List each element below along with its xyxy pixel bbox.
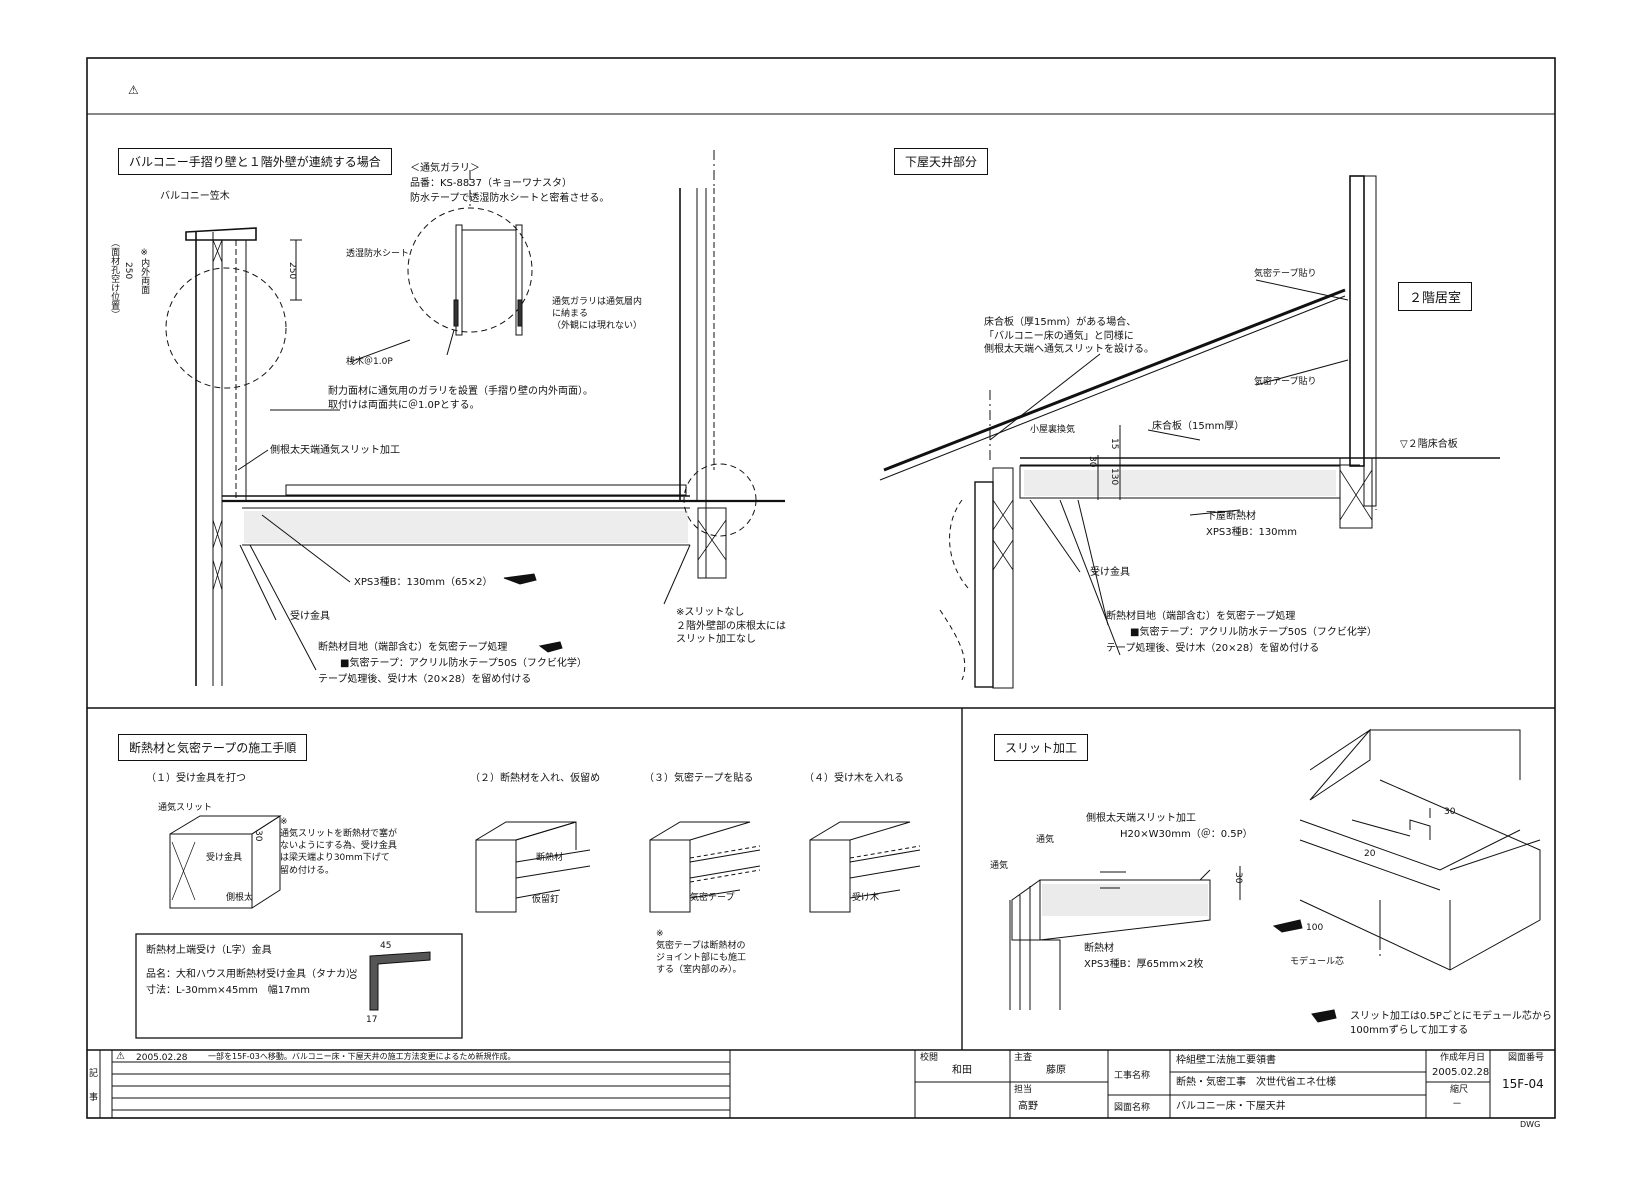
slit-spec-2: H20×W30mm（＠：0.5P） <box>1120 829 1253 840</box>
step1-ukekanagu: 受け金具 <box>206 853 243 863</box>
slit-xps-label: XPS3種B：厚65mm×2枚 <box>1084 959 1204 970</box>
hashira-label: 桟木＠1.0P <box>346 357 393 367</box>
lc-tape-spec: ■気密テープ：アクリル防水テープ50S（フクビ化学） <box>1130 627 1377 638</box>
slit-spec-1: 側根太天端スリット加工 <box>1086 813 1196 824</box>
slit-dim-30: 30 <box>1233 872 1244 884</box>
dwg-label: DWG <box>1520 1120 1541 1129</box>
sheet-label: 透湿防水シート <box>346 249 410 259</box>
charge-label: 担当 <box>1014 1085 1033 1095</box>
check-name: 和田 <box>952 1065 972 1076</box>
rev-text: 一部を15F-03へ移動。バルコニー床・下屋天井の施工方法変更によるため新規作成… <box>208 1052 516 1061</box>
lc-tape-after: テープ処理後、受け木（20×28）を留め付ける <box>1106 643 1320 654</box>
step1-sokunebuto: 側根太 <box>226 893 254 903</box>
step2-karidome: 仮留釘 <box>532 895 560 905</box>
vent-slit-label: 通気スリット <box>158 803 213 813</box>
step1-dim-30: 30 <box>253 830 264 842</box>
ukekanagu-label: 受け金具 <box>290 611 330 622</box>
garari-inner: 通気ガラリは通気層内 に納まる （外観には現れない） <box>552 297 643 332</box>
koya-label: 小屋裏換気 <box>1030 425 1076 435</box>
airflow-label-2: 通気 <box>990 861 1009 871</box>
airtight-label-2: 気密テープ貼り <box>1254 377 1317 387</box>
joint-note: 断熱材目地（端部含む）を気密テープ処理 <box>318 642 508 653</box>
dim-130: 130 <box>1109 468 1120 486</box>
tape-after: テープ処理後、受け木（20×28）を留め付ける <box>318 674 532 685</box>
level-label: ▽２階床合板 <box>1400 439 1458 450</box>
lc-xps-label: XPS3種B：130mm <box>1206 527 1298 538</box>
slit-label: 側根太天端通気スリット加工 <box>270 445 400 456</box>
insulation-label: 下屋断熱材 <box>1206 511 1256 522</box>
step2-label: （２）断熱材を入れ、仮留め <box>470 773 601 784</box>
garari-tape: 防水テープで透湿防水シートと密着させる。 <box>410 193 610 204</box>
lower-ceiling-title: 下屋天井部分 <box>894 148 989 175</box>
scale-label: 縮尺 <box>1450 1085 1469 1095</box>
step1-note: ※ 通気スリットを断熱材で塞が ないようにする為、受け金具 は梁天端より30mm… <box>280 817 398 876</box>
bracket-size: 寸法：L-30mm×45mm 幅17mm <box>146 985 311 996</box>
project-label: 工事名称 <box>1114 1071 1151 1081</box>
step3-note: ※ 気密テープは断熱材の ジョイント部にも施工 する（室内部のみ）。 <box>656 929 747 976</box>
rev-symbol: ⚠ <box>116 1051 125 1062</box>
airtight-label-1: 気密テープ貼り <box>1254 269 1317 279</box>
xps-label: XPS3種B：130mm（65×2） <box>354 577 493 588</box>
warning-icon: ⚠ <box>128 83 139 97</box>
procedure-title: 断熱材と気密テープの施工手順 <box>118 734 308 761</box>
inspect-label: 主査 <box>1014 1053 1033 1063</box>
drawing-name: バルコニー床・下屋天井 <box>1176 1101 1286 1112</box>
bracket-title: 断熱材上端受け（L字）金具 <box>146 945 272 956</box>
check-label: 校閲 <box>920 1053 939 1063</box>
step2-dannetsuzai: 断熱材 <box>536 853 564 863</box>
dim-250: 250 <box>287 262 298 280</box>
inspect-name: 藤原 <box>1046 1065 1066 1076</box>
scale-value: － <box>1452 1099 1462 1110</box>
noslit-note: ※スリットなし ２階外壁部の床根太には スリット加工なし <box>676 607 786 645</box>
iso-dim-100: 100 <box>1306 923 1324 933</box>
iso-dim-20: 20 <box>1364 849 1376 859</box>
dim-30: 30 <box>1087 456 1098 468</box>
step3-tape: 気密テープ <box>690 893 735 903</box>
step3-label: （３）気密テープを貼る <box>644 773 754 784</box>
date-value: 2005.02.28 <box>1432 1067 1490 1078</box>
charge-name: 高野 <box>1018 1101 1038 1112</box>
step1-label: （１）受け金具を打つ <box>146 773 246 784</box>
dim-15: 15 <box>1109 438 1120 450</box>
taiyoku-note: 耐力面材に通気用のガラリを設置（手摺り壁の内外両面）。 取付けは両面共に＠1.0… <box>328 386 593 411</box>
bracket-dim-17: 17 <box>366 1015 378 1025</box>
project-name-2: 断熱・気密工事 次世代省エネ仕様 <box>1176 1077 1336 1088</box>
project-name-1: 枠組壁工法施工要領書 <box>1176 1055 1276 1066</box>
garari-model: 品番：KS-8837（キョーワナスタ） <box>410 178 572 189</box>
bracket-name: 品名：大和ハウス用断熱材受け金具（タナカ） <box>146 969 356 980</box>
side-dim: 250 <box>123 262 134 280</box>
lc-ukekanagu-label: 受け金具 <box>1090 567 1130 578</box>
slit-title: スリット加工 <box>994 734 1089 761</box>
floorboard-label: 床合板（15mm厚） <box>1152 421 1245 432</box>
slit-note: スリット加工は0.5Pごとにモデュール芯から 100mmずらして加工する <box>1350 1011 1552 1036</box>
airflow-label: 通気 <box>1036 835 1055 845</box>
drawing-label: 図面名称 <box>1114 1103 1151 1113</box>
side-label: （面材孔空け位置） <box>109 238 120 319</box>
bracket-dim-30: 30 <box>347 968 358 980</box>
balcony-title: バルコニー手摺り壁と１階外壁が連続する場合 <box>118 148 392 175</box>
lc-joint-note: 断熱材目地（端部含む）を気密テープ処理 <box>1106 611 1296 622</box>
step4-label: （４）受け木を入れる <box>804 773 904 784</box>
room-label: ２階居室 <box>1398 282 1473 311</box>
date-label: 作成年月日 <box>1440 1053 1486 1063</box>
no-label: 図面番号 <box>1508 1053 1545 1063</box>
module-label: モデュール芯 <box>1290 957 1345 967</box>
bracket-dim-45: 45 <box>380 941 392 951</box>
drawing-number: 15F-04 <box>1502 1077 1544 1091</box>
side-label-2: 事 <box>89 1093 99 1103</box>
kasagi-label: バルコニー笠木 <box>160 191 230 202</box>
step4-ukegi: 受け木 <box>852 893 880 903</box>
dannetsu-label: 断熱材 <box>1084 943 1114 954</box>
floor-note: 床合板（厚15mm）がある場合、 「バルコニー床の通気」と同様に 側根太天端へ通… <box>984 317 1154 355</box>
iso-dim-30: 30 <box>1444 807 1456 817</box>
garari-title: ＜通気ガラリ＞ <box>410 163 480 174</box>
side-note: ※内外両面 <box>139 248 150 294</box>
side-label-1: 記 <box>89 1069 99 1079</box>
tape-spec: ■気密テープ：アクリル防水テープ50S（フクビ化学） <box>340 658 587 669</box>
rev-date: 2005.02.28 <box>136 1053 188 1063</box>
